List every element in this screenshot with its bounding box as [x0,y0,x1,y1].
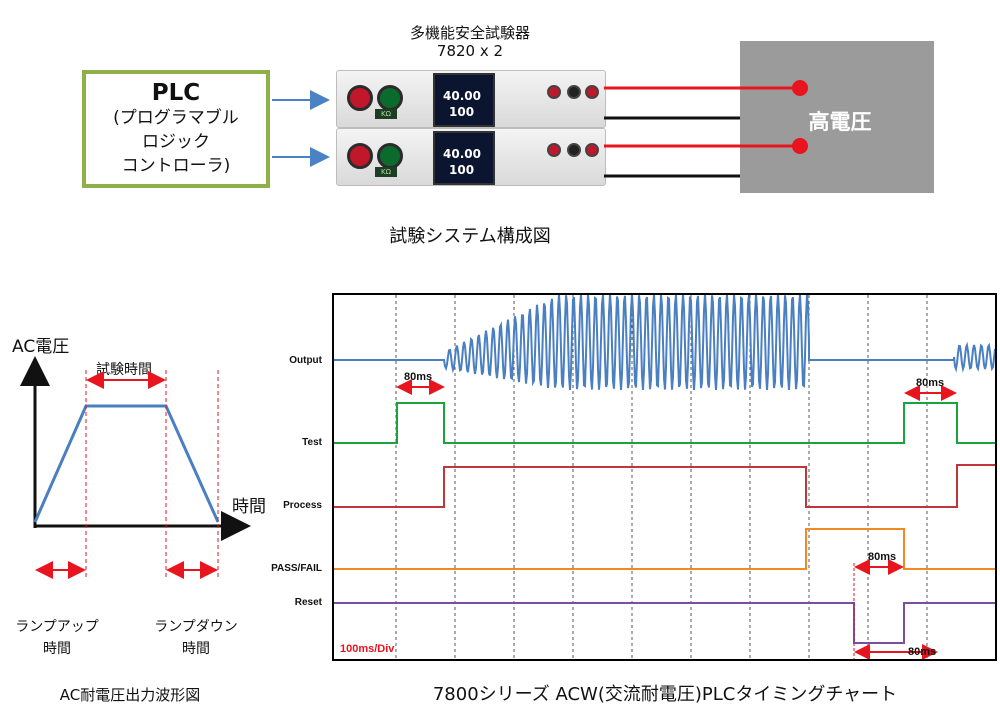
timing-markers [396,379,957,659]
start-button-icon [377,143,403,169]
ms-label-2: 80ms [916,377,945,389]
terminal-icon [585,85,599,99]
grid-lines [395,295,928,659]
screen-voltage: 40.00 [443,89,481,103]
plc-line-2: ロジック [142,132,210,152]
signal-label-process: Process [283,500,322,511]
device-model: 7820 x 2 [436,42,504,60]
ms-label-3: 80ms [868,551,897,563]
terminal-icon [547,143,561,157]
stop-button-icon [347,143,373,169]
signal-label-passfail: PASS/FAIL [271,563,322,574]
terminal-icon [547,85,561,99]
screen-current: 100 [449,163,475,177]
waveform-y-label: AC電圧 [12,337,70,357]
ac-waveform-plot [20,356,251,580]
terminal-icon [585,143,599,157]
terminal-icon [567,85,581,99]
system-connections [272,80,808,178]
signal-label-reset: Reset [294,597,322,608]
status-tag: KΩ [375,167,397,177]
tester-unit-1: KΩ 40.00 100 [336,70,606,128]
timing-chart [334,295,995,659]
status-tag: KΩ [375,109,397,119]
plc-line-3: コントローラ) [121,156,231,176]
output-signal [334,295,995,391]
ramp-up-label-1: ランプアップ [15,619,99,635]
high-voltage-label: 高電圧 [808,110,872,134]
div-label: 100ms/Div [340,643,395,655]
voltage-profile [33,404,220,523]
high-voltage-box [740,41,934,193]
device-screen-2: 40.00 100 [433,131,495,185]
signal-label-output: Output [289,355,322,366]
plc-box: PLC (プログラマブル ロジック コントローラ) [82,70,270,188]
device-screen-1: 40.00 100 [433,73,495,127]
waveform-caption: AC耐電圧出力波形図 [59,686,201,704]
signal-label-test: Test [302,437,322,448]
tester-unit-2: KΩ 40.00 100 [336,128,606,186]
terminal-icon [567,143,581,157]
device-title: 多機能安全試験器 [409,24,530,42]
screen-voltage: 40.00 [443,147,481,161]
start-button-icon [377,85,403,111]
test-signal [334,402,995,444]
stop-button-icon [347,85,373,111]
hv-terminal-1 [792,80,808,96]
ms-label-4: 80ms [908,646,937,658]
ramp-up-label-2: 時間 [43,641,71,657]
timing-chart-frame: 100ms/Div 80ms 80ms 80ms 80ms [332,293,997,661]
plc-title: PLC [151,80,201,106]
timing-caption: 7800シリーズ ACW(交流耐電圧)PLCタイミングチャート [432,684,898,705]
passfail-signal [334,528,995,570]
hv-terminal-2 [792,138,808,154]
signal-lines [334,295,995,644]
ramp-down-label-1: ランプダウン [154,619,238,635]
process-signal [334,464,995,508]
reset-signal [334,602,995,644]
plc-line-1: (プログラマブル [113,108,239,128]
ms-label-1: 80ms [404,371,433,383]
screen-current: 100 [449,105,475,119]
ramp-down-label-2: 時間 [182,641,210,657]
system-caption: 試験システム構成図 [389,226,551,247]
